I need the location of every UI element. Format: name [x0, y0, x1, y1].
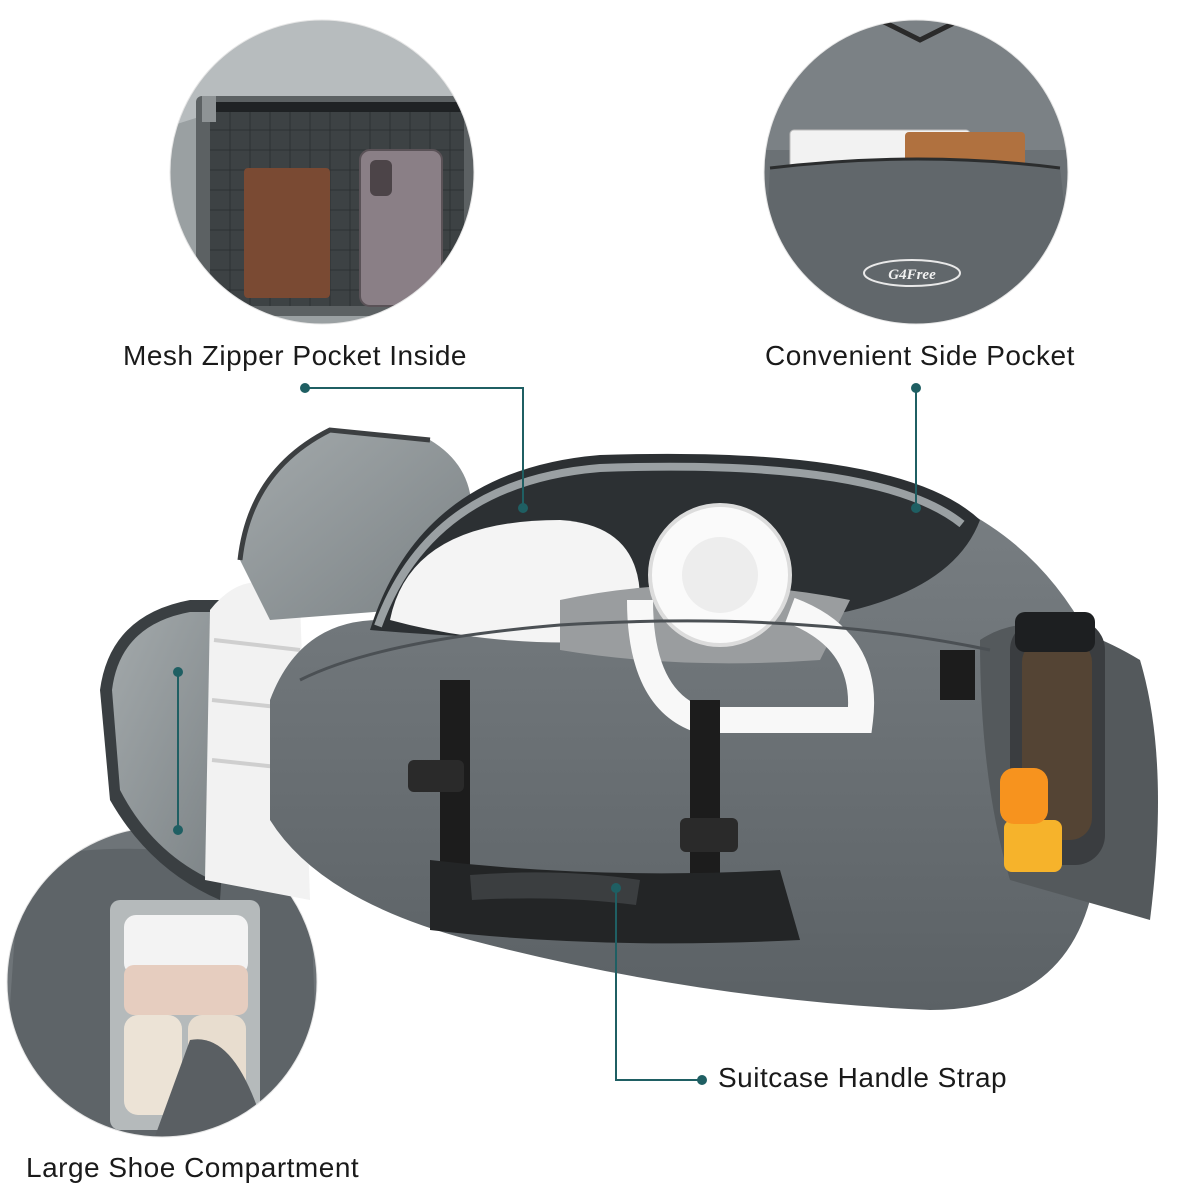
side-pocket-detail-image: G4Free — [763, 19, 1069, 325]
svg-text:G4Free: G4Free — [888, 267, 936, 283]
mesh-pocket-detail-image — [169, 19, 475, 325]
side-pocket-leader — [911, 383, 921, 513]
mesh-pocket-label: Mesh Zipper Pocket Inside — [123, 340, 467, 371]
suitcase-strap-leader — [611, 883, 707, 1085]
shoe-compartment-leader — [173, 667, 183, 835]
shoe-compartment-label: Large Shoe Compartment — [26, 1152, 360, 1183]
side-pocket-label: Convenient Side Pocket — [765, 340, 1075, 371]
mesh-pocket-leader — [300, 383, 528, 513]
brand-logo: G4Free — [863, 259, 961, 287]
suitcase-strap-label: Suitcase Handle Strap — [718, 1062, 1008, 1093]
leader-lines — [173, 383, 921, 1085]
